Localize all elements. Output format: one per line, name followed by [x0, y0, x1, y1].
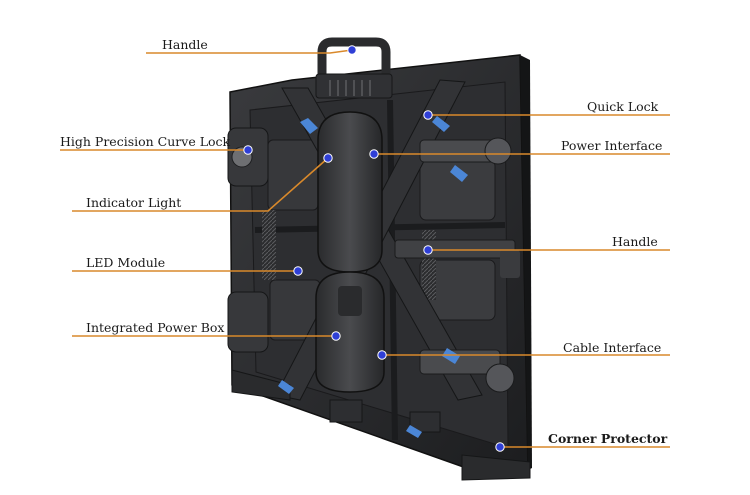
label-corner-protector: Corner Protector: [548, 431, 668, 446]
label-led-module: LED Module: [86, 255, 166, 270]
power-box-body: [315, 111, 385, 393]
label-cable-interface: Cable Interface: [563, 340, 662, 355]
callout-dot-handle-right: [423, 245, 433, 255]
top-handle: [315, 37, 393, 99]
leader-line-handle-top: [146, 49, 353, 54]
callout-dot-cable-interface: [377, 350, 387, 360]
callout-dot-indicator-light: [323, 153, 333, 163]
label-handle-right: Handle: [612, 234, 658, 249]
callout-dot-corner-protector: [495, 442, 505, 452]
blue-lock-tabs: [278, 116, 468, 438]
callout-dot-power-box: [331, 331, 341, 341]
label-indicator-light: Indicator Light: [86, 195, 182, 210]
left-rail: [262, 210, 276, 280]
label-handle-top: Handle: [162, 37, 208, 52]
callout-dot-power-interface: [369, 149, 379, 159]
callout-dot-quick-lock: [423, 110, 433, 120]
label-quick-lock: Quick Lock: [587, 99, 659, 114]
callout-dot-curve-lock: [243, 145, 253, 155]
leader-lines: [60, 45, 670, 452]
bottom-brackets: [231, 369, 531, 481]
callout-dot-led-module: [293, 266, 303, 276]
callout-dot-handle-top: [347, 45, 357, 55]
label-curve-lock: High Precision Curve Lock: [60, 134, 231, 149]
label-power-box: Integrated Power Box: [86, 320, 225, 335]
label-power-interface: Power Interface: [561, 138, 663, 153]
leader-line-indicator-light: [72, 157, 329, 212]
